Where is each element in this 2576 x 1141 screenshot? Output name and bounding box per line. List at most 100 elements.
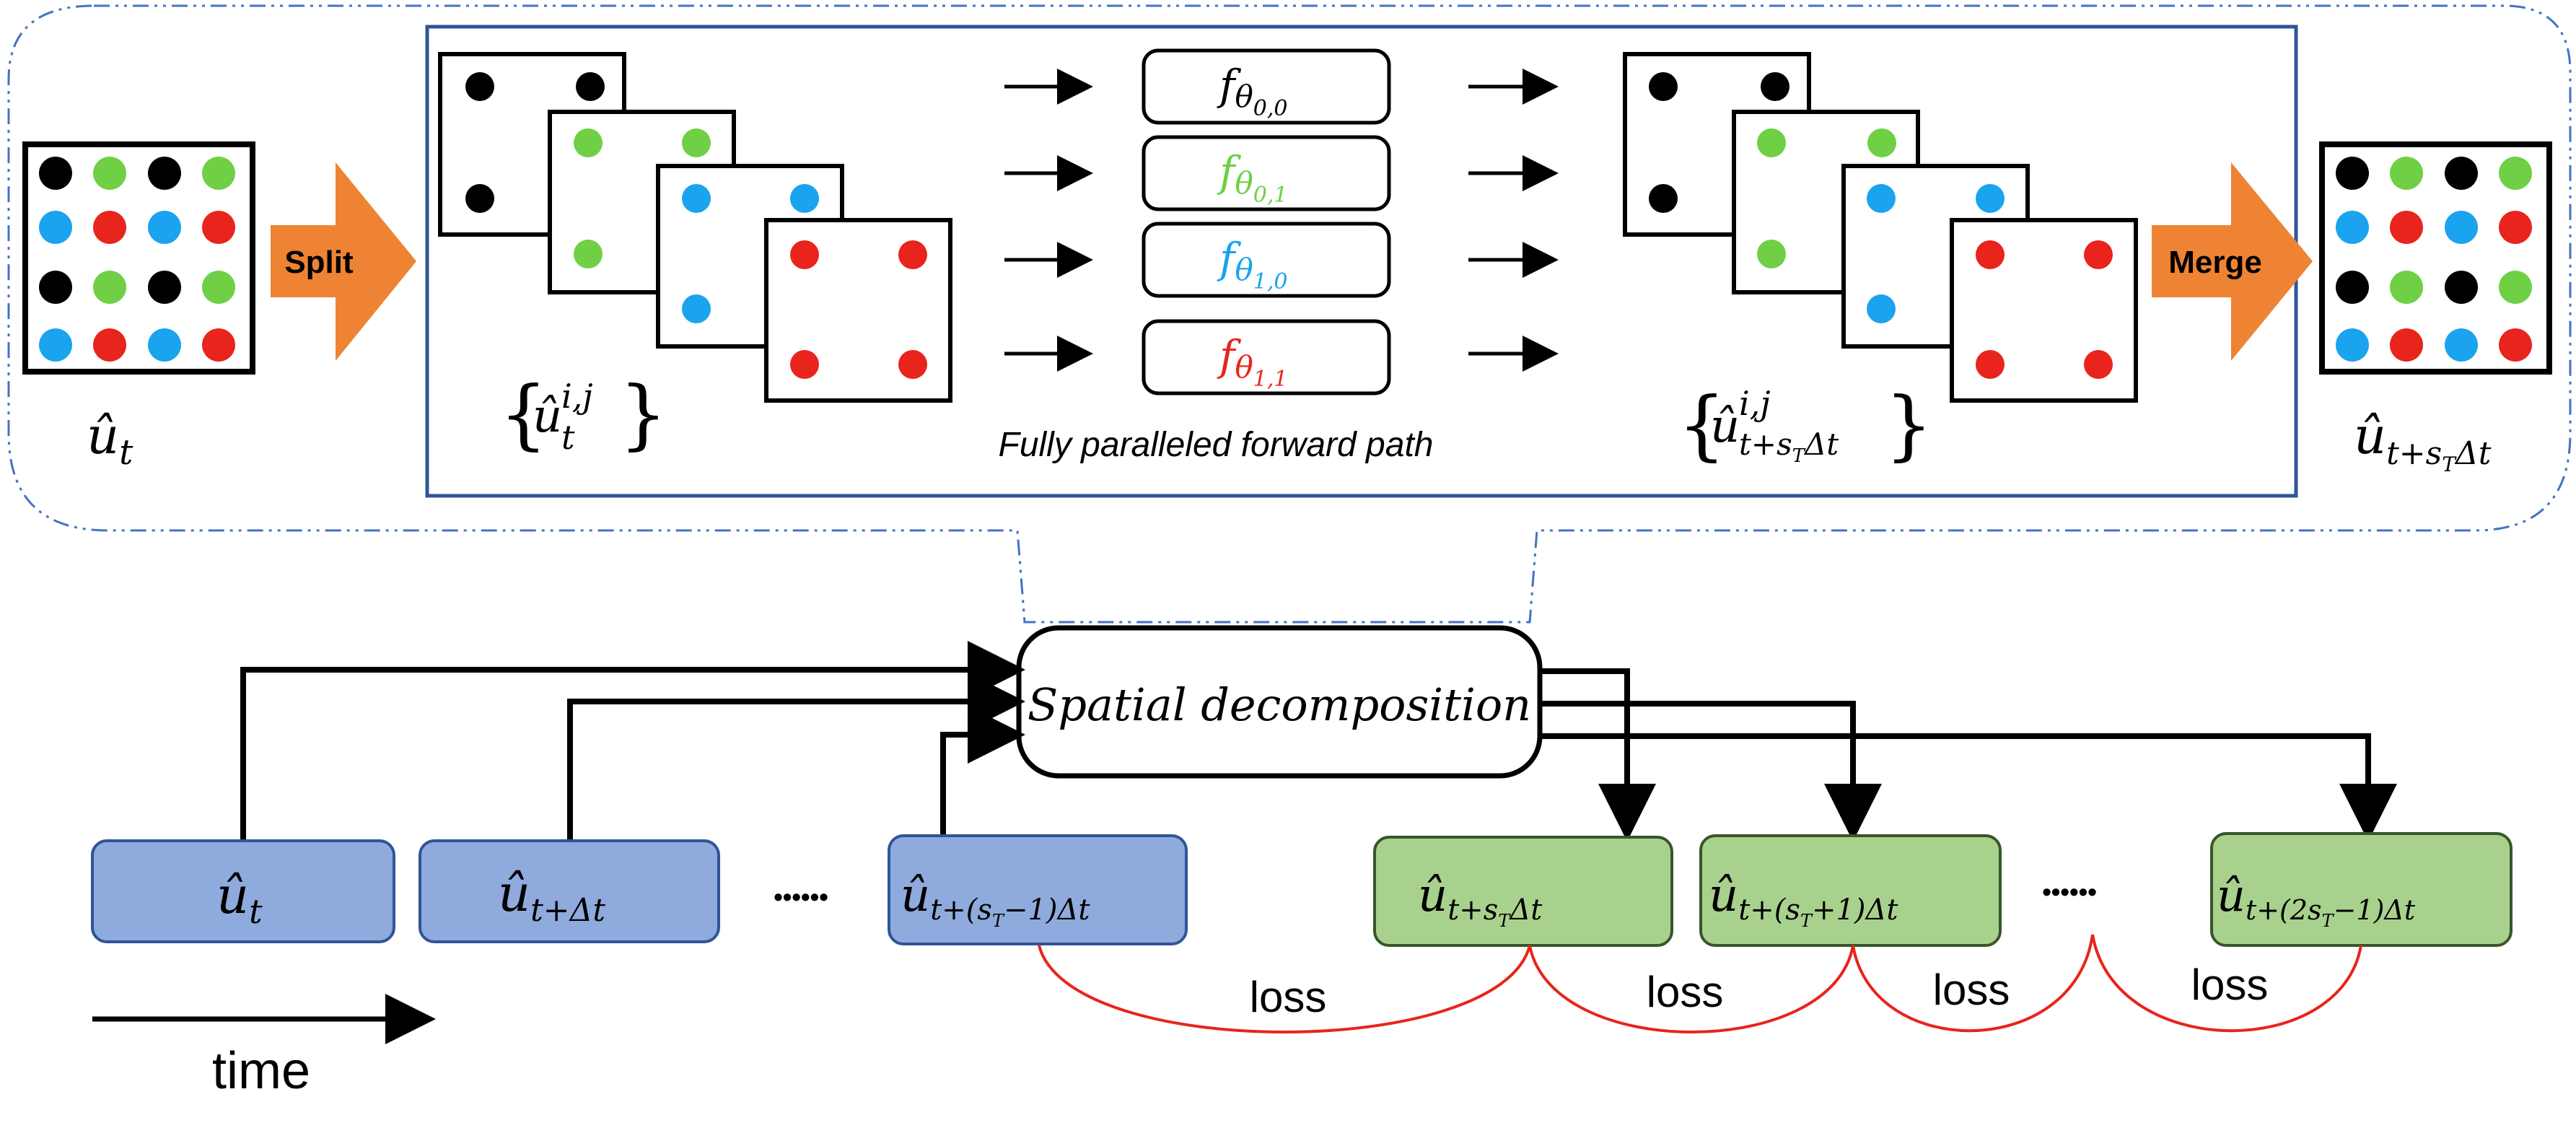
grid-dot	[148, 271, 181, 304]
loss-label-2: loss	[1647, 968, 1724, 1016]
output-grid	[2319, 141, 2552, 375]
dot	[1976, 240, 2005, 269]
split-label: Split	[284, 245, 354, 280]
svg-text:{: {	[1678, 381, 1726, 469]
input-connectors	[240, 641, 1025, 841]
forward-caption: Fully paralleled forward path	[999, 426, 1434, 464]
grid-dot	[2445, 157, 2478, 190]
network-box-00	[1142, 48, 1391, 125]
grid-dot	[148, 157, 181, 190]
dot	[682, 294, 711, 323]
grid-dot	[2499, 271, 2532, 304]
state-box-t-plus-dt	[419, 839, 720, 943]
dot	[2084, 240, 2113, 269]
grid-dot	[2336, 211, 2369, 244]
target-label-t-st-plus-1: ût+(sT+1)Δt	[1709, 869, 1898, 931]
grid-dot	[202, 211, 235, 244]
grid-dot	[2445, 328, 2478, 362]
input-dots	[39, 157, 235, 362]
dot	[1867, 128, 1896, 157]
grid-dot	[202, 328, 235, 362]
zoom-outline	[7, 4, 2572, 624]
network-box-01	[1142, 135, 1391, 211]
subgrid-stack-left	[438, 52, 952, 403]
dot	[1757, 128, 1786, 157]
state-box-t-st-minus-1	[888, 834, 1188, 945]
dot	[576, 72, 605, 101]
svg-text:{: {	[499, 370, 548, 458]
merge-arrow: Merge	[2152, 162, 2313, 361]
grid-dot	[148, 328, 181, 362]
grid-dot	[2336, 157, 2369, 190]
loss-curves	[1038, 934, 2362, 1033]
subgrid-stack-right	[1623, 52, 2138, 403]
loss-label-3: loss	[1933, 966, 2010, 1014]
input-grid	[22, 141, 255, 375]
target-label-t-st: ût+sTΔt	[1418, 869, 1543, 931]
target-box-t-2st-minus-1	[2210, 832, 2513, 947]
target-box-t-st-plus-1	[1699, 834, 2002, 947]
subset-label-right: { û i,j t+sTΔt }	[1678, 381, 1933, 469]
network-box-10	[1142, 222, 1391, 298]
grid-dot	[93, 211, 126, 244]
state-label-t-plus-dt: ût+Δt	[498, 864, 605, 929]
ellipsis-left: ••••••	[774, 882, 828, 912]
spatial-decomposition-label: Spatial decomposition	[1028, 678, 1531, 731]
dot	[465, 184, 494, 213]
network-box-11	[1142, 319, 1391, 395]
grid-dot	[2445, 211, 2478, 244]
dot	[1976, 184, 2005, 213]
grid-dot	[202, 271, 235, 304]
dot	[898, 240, 927, 269]
time-label: time	[212, 1042, 310, 1100]
grid-dot	[39, 271, 72, 304]
dot	[2084, 350, 2113, 379]
grid-dot	[202, 157, 235, 190]
grid-dot	[2390, 157, 2423, 190]
loss-curve-3	[1852, 934, 2094, 1033]
dot	[574, 240, 603, 268]
grid-dot	[93, 271, 126, 304]
loss-curve-1	[1038, 945, 1531, 1033]
grid-dot	[2336, 271, 2369, 304]
grid-dot	[39, 157, 72, 190]
dot	[790, 240, 819, 269]
input-arrows	[1004, 69, 1093, 372]
dot	[1761, 72, 1789, 101]
grid-dot	[39, 328, 72, 362]
svg-text:}: }	[619, 370, 667, 458]
loss-curve-2	[1528, 945, 1854, 1033]
grid-dot	[2390, 271, 2423, 304]
target-label-t-2st-minus-1: ût+(2sT−1)Δt	[2217, 869, 2416, 931]
loss-label-1: loss	[1250, 973, 1327, 1021]
output-arrows	[1468, 69, 1559, 372]
dot	[574, 128, 603, 157]
ellipsis-right: ••••••	[2042, 877, 2097, 906]
svg-text:t: t	[561, 418, 575, 457]
grid-dot	[2390, 211, 2423, 244]
subset-label-left: { û i,j t }	[499, 370, 667, 458]
network-label-00: fθ0,0	[1217, 61, 1287, 121]
state-label-t: ût	[216, 866, 263, 931]
svg-text:i,j: i,j	[1739, 384, 1771, 423]
output-dots	[2336, 157, 2532, 362]
grid-dot	[2499, 211, 2532, 244]
svg-text:t+sTΔt: t+sTΔt	[1739, 427, 1839, 467]
split-arrow: Split	[271, 162, 416, 361]
merge-label: Merge	[2168, 245, 2262, 280]
network-label-11: fθ1,1	[1217, 331, 1287, 392]
grid-dot	[148, 211, 181, 244]
dot	[1649, 72, 1678, 101]
grid-dot	[2499, 157, 2532, 190]
svg-text:i,j: i,j	[561, 377, 593, 416]
output-label: ût+sTΔt	[2354, 406, 2492, 476]
dot	[1867, 184, 1896, 213]
svg-text:û: û	[1710, 400, 1740, 453]
dot	[1976, 350, 2005, 379]
dot	[1867, 294, 1896, 323]
output-connectors	[1541, 668, 2397, 841]
grid-dot	[93, 328, 126, 362]
dot	[790, 184, 819, 213]
state-label-t-st-minus-1: ût+(sT−1)Δt	[901, 869, 1090, 931]
